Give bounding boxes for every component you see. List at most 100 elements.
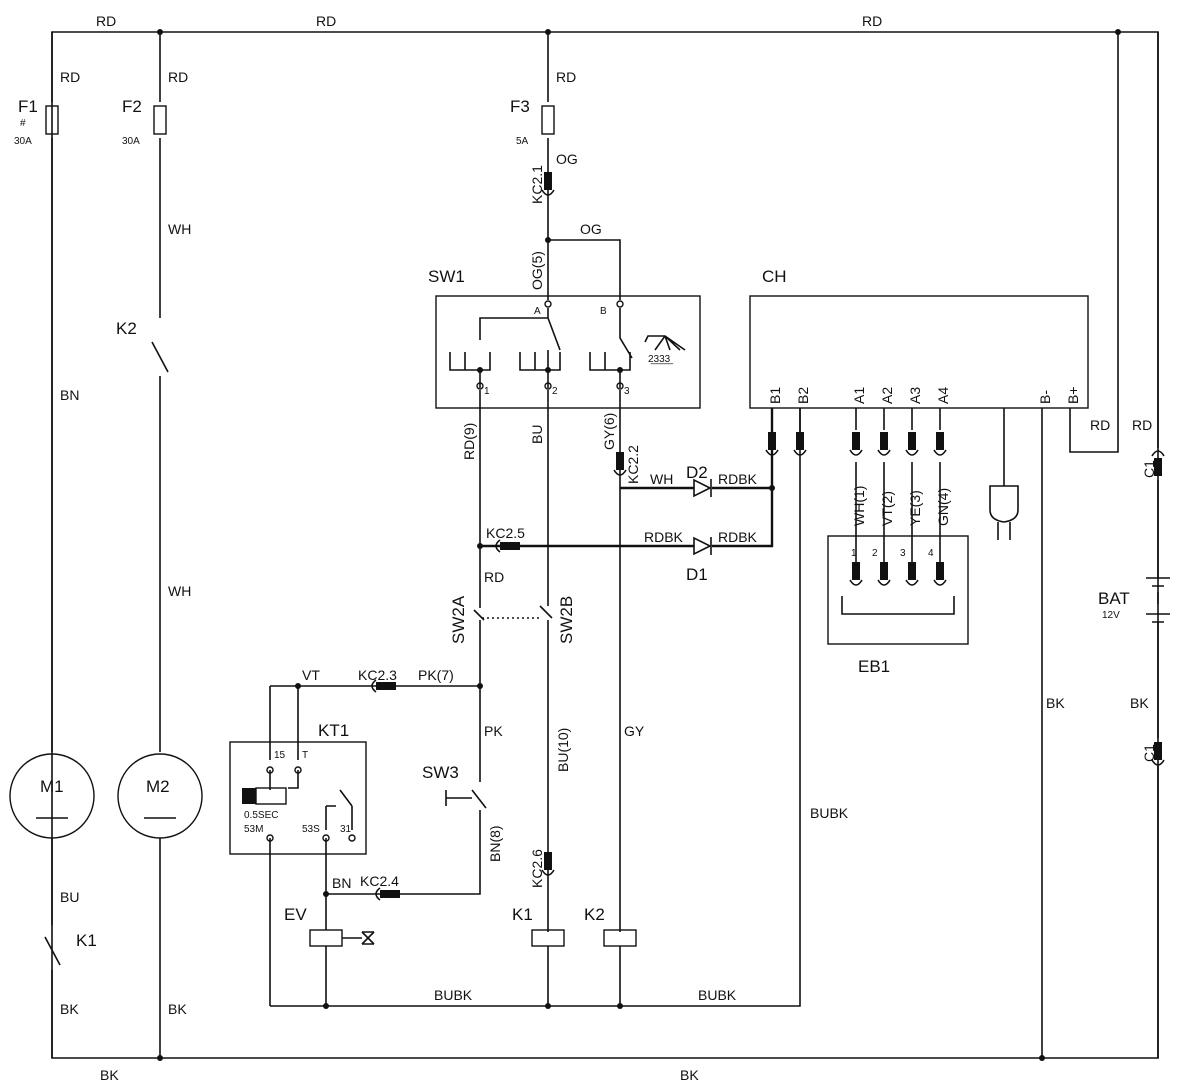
label-rd-f1: RD bbox=[60, 69, 80, 85]
label-bu10: BU(10) bbox=[555, 728, 571, 772]
connector-kc26 bbox=[544, 852, 552, 870]
sw1-terminals bbox=[479, 370, 621, 388]
ev-valve-icon bbox=[361, 931, 375, 945]
connectors bbox=[371, 172, 1165, 901]
label-kt1-53m: 53M bbox=[244, 824, 263, 835]
sw1-box bbox=[435, 295, 701, 409]
connector-eb1-3 bbox=[908, 562, 916, 580]
wire-og-b bbox=[548, 239, 621, 300]
label-wh-k2-upper: WH bbox=[168, 221, 191, 237]
label-f1-rating: 30A bbox=[14, 136, 32, 147]
label-sw1-pos: 2̲3̲3̲3̲ bbox=[648, 354, 673, 365]
label-kc26: KC2.6 bbox=[529, 849, 545, 888]
junction bbox=[617, 1003, 623, 1009]
sw1-terminal-a bbox=[544, 300, 552, 308]
junctions bbox=[157, 29, 1121, 1061]
sw1-terminal-1 bbox=[476, 382, 484, 390]
connector-kc26-cup bbox=[541, 869, 555, 876]
label-sw1-2: 2 bbox=[552, 386, 558, 397]
connector-eb1-3-cup bbox=[905, 579, 919, 586]
label-gy6: GY(6) bbox=[601, 413, 617, 450]
connector-b2-cup bbox=[793, 449, 807, 456]
label-eb1-2: 2 bbox=[872, 548, 878, 559]
eb1-inner bbox=[841, 596, 955, 615]
label-bn-m1: BN bbox=[60, 387, 79, 403]
fuse-f2 bbox=[153, 105, 167, 135]
label-b1: B1 bbox=[767, 387, 783, 404]
plug-prongs bbox=[997, 522, 1011, 540]
label-sw1-a: A bbox=[534, 306, 541, 317]
connector-a3 bbox=[908, 432, 916, 450]
junction bbox=[477, 683, 483, 689]
connector-kc21-cup bbox=[541, 189, 555, 196]
wire-bu bbox=[539, 390, 553, 932]
label-sw3: SW3 bbox=[422, 763, 459, 782]
diode-d2 bbox=[693, 478, 712, 498]
connector-kc23-cup bbox=[371, 679, 377, 693]
junction bbox=[545, 237, 551, 243]
label-rd-c1: RD bbox=[1132, 417, 1152, 433]
label-bubk-left: BUBK bbox=[434, 987, 473, 1003]
wire-k2-m2 bbox=[151, 341, 169, 752]
wire-m1-k1 bbox=[44, 838, 61, 1058]
sw1-internal bbox=[479, 308, 633, 368]
junction bbox=[1039, 1055, 1045, 1061]
label-bk-m2: BK bbox=[168, 1001, 187, 1017]
component-shapes bbox=[9, 105, 1170, 947]
connector-kc22-cup bbox=[613, 469, 627, 476]
label-kc21: KC2.1 bbox=[529, 165, 545, 204]
label-bubk-vertical: BUBK bbox=[810, 805, 849, 821]
label-kc23: KC2.3 bbox=[358, 667, 397, 683]
wires bbox=[44, 31, 1159, 1059]
label-ch: CH bbox=[762, 267, 787, 286]
label-rd-top-mid: RD bbox=[316, 13, 336, 29]
junction bbox=[323, 1003, 329, 1009]
label-vt: VT bbox=[302, 667, 320, 683]
k2-coil bbox=[603, 929, 637, 947]
wire-sw3 bbox=[398, 686, 487, 895]
junction bbox=[157, 1055, 163, 1061]
label-kt1: KT1 bbox=[318, 721, 349, 740]
labels: RD RD RD RD RD RD F1 # 30A F2 30A F3 5A … bbox=[14, 13, 1152, 1081]
label-rd9: RD(9) bbox=[461, 423, 477, 460]
label-kt1-53s: 53S bbox=[302, 824, 320, 835]
label-bk-c1: BK bbox=[1130, 695, 1149, 711]
connector-c1-bottom bbox=[1154, 742, 1162, 760]
label-bn8: BN(8) bbox=[487, 825, 503, 862]
kt1-term-53m bbox=[266, 834, 274, 842]
label-wh-d2: WH bbox=[650, 471, 673, 487]
label-a2: A2 bbox=[879, 387, 895, 404]
label-a1: A1 bbox=[851, 387, 867, 404]
label-rd-top-right: RD bbox=[862, 13, 882, 29]
label-f3: F3 bbox=[510, 97, 530, 116]
kt1-term-15 bbox=[266, 766, 274, 774]
ev-coil bbox=[309, 929, 343, 947]
label-k1-contact: K1 bbox=[76, 931, 97, 950]
ch-a-wires bbox=[855, 462, 941, 562]
connector-kc21 bbox=[544, 172, 552, 190]
kt1-internal bbox=[269, 770, 353, 830]
junction bbox=[617, 367, 623, 373]
junction bbox=[477, 367, 483, 373]
label-eb1: EB1 bbox=[858, 657, 890, 676]
label-bminus: B- bbox=[1037, 390, 1053, 404]
connector-a1-cup bbox=[849, 449, 863, 456]
label-bplus: B+ bbox=[1065, 386, 1081, 404]
connector-kc25-cup bbox=[495, 539, 501, 553]
label-m2: M2 bbox=[146, 777, 170, 796]
wire-b2-bubk bbox=[270, 408, 801, 1007]
kt1-term-t bbox=[294, 766, 302, 774]
label-pk: PK bbox=[484, 723, 503, 739]
sw1-contacts bbox=[449, 352, 631, 371]
fuse-f1 bbox=[45, 105, 59, 135]
label-sw1-3: 3 bbox=[624, 386, 630, 397]
label-f3-rating: 5A bbox=[516, 136, 529, 147]
junction bbox=[157, 29, 163, 35]
connector-c1-bottom-cup bbox=[1151, 759, 1165, 766]
wire-kt1-terminals bbox=[269, 686, 299, 760]
label-rdbk-d2: RDBK bbox=[718, 471, 758, 487]
connector-b2 bbox=[796, 432, 804, 450]
kt1-coil bbox=[255, 787, 287, 805]
kt1-term-53s bbox=[322, 834, 330, 842]
